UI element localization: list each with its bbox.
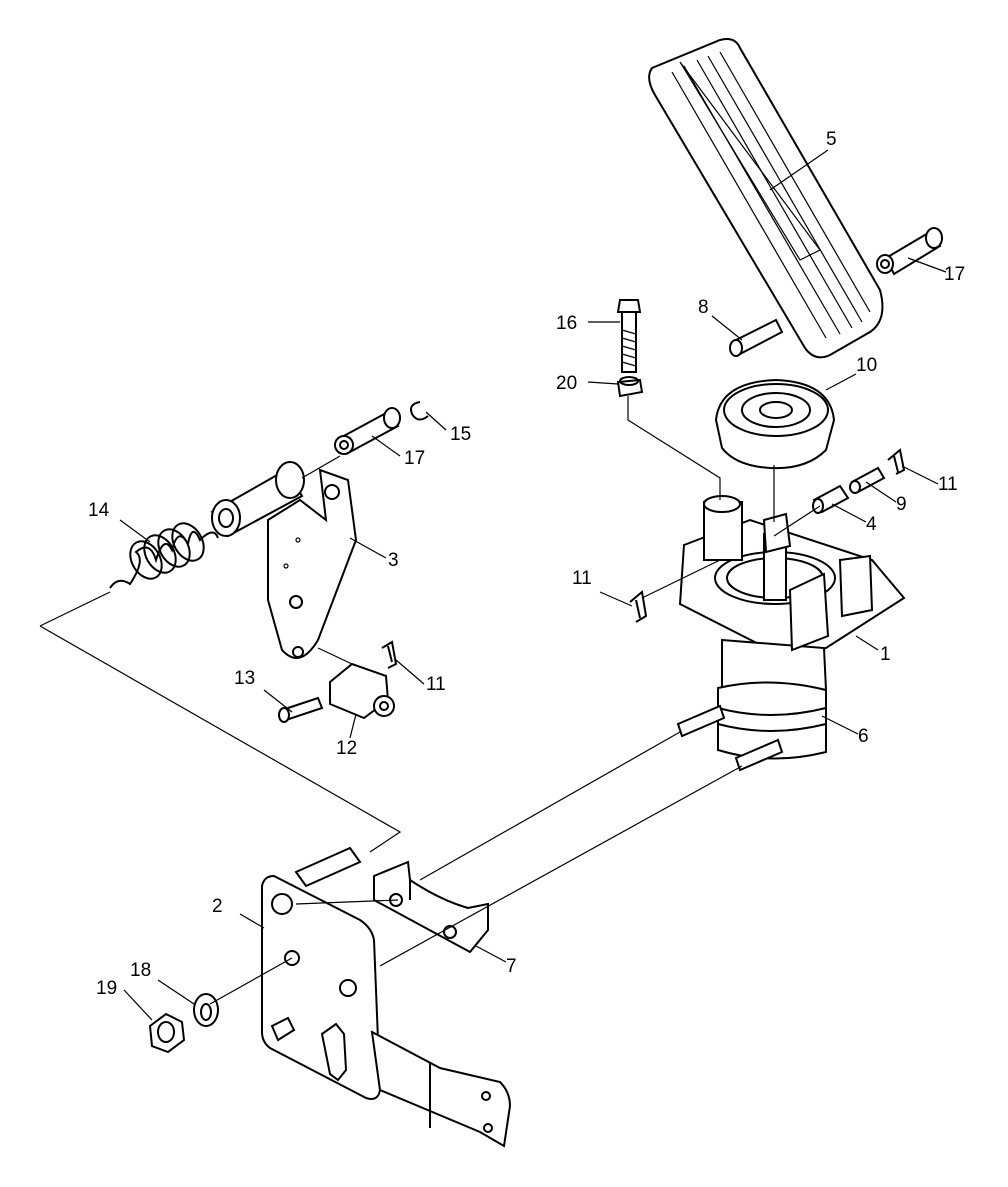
part-2-mounting-plate: [261, 846, 512, 1148]
callout-1: 1: [880, 644, 891, 665]
part-1-pedal-base: [678, 495, 906, 691]
part-9-spacer: [849, 466, 886, 494]
callout-11-left: 11: [426, 674, 446, 695]
part-17-pin-left: [334, 407, 401, 455]
callout-19: 19: [96, 978, 117, 999]
callout-8: 8: [698, 297, 709, 318]
part-17-pin-right: [876, 227, 943, 276]
part-3-lever: [210, 461, 358, 659]
callout-17-right: 17: [944, 264, 965, 285]
part-16-bolt: [616, 299, 642, 373]
callout-4: 4: [866, 514, 877, 535]
part-14-spring: [109, 522, 219, 589]
callout-18: 18: [130, 960, 151, 981]
part-11-clip-top: [887, 448, 906, 475]
callout-2: 2: [212, 896, 223, 917]
callout-leaders: [119, 149, 947, 1021]
part-8-pin: [729, 318, 784, 357]
part-20-nut: [616, 376, 644, 398]
callout-10: 10: [856, 355, 877, 376]
part-11-clip-left: [381, 640, 398, 669]
threaded-studs: [676, 704, 784, 772]
part-12-clevis: [329, 662, 395, 720]
part-5-pedal-pad: [648, 38, 884, 359]
callout-11-top: 11: [938, 474, 958, 495]
part-19-nut: [148, 1012, 186, 1054]
part-4-spacer: [812, 484, 850, 514]
callout-labels: 5 17 8 16 20 10 11 9 4 11 1 6 15 17 3 14…: [88, 129, 965, 999]
callout-7: 7: [506, 956, 517, 977]
assembly-lines: [39, 396, 821, 1005]
callout-6: 6: [858, 726, 869, 747]
part-6-boot: [717, 681, 827, 760]
part-11-clip-mid: [629, 590, 648, 623]
callout-14: 14: [88, 500, 110, 521]
callout-3: 3: [388, 550, 399, 571]
part-13-pin: [278, 696, 324, 723]
callout-20: 20: [556, 373, 577, 394]
callout-15: 15: [450, 424, 471, 445]
callout-5: 5: [826, 129, 837, 150]
part-15-clip: [410, 401, 429, 421]
callout-9: 9: [896, 494, 907, 515]
callout-12: 12: [336, 738, 357, 759]
part-7-bracket: [373, 860, 489, 954]
part-18-washer: [193, 993, 219, 1027]
part-10-rubber-stop: [714, 378, 836, 470]
callout-13: 13: [234, 668, 255, 689]
callout-17-left: 17: [404, 448, 425, 469]
callout-11-mid: 11: [572, 568, 592, 589]
callout-16: 16: [556, 313, 577, 334]
